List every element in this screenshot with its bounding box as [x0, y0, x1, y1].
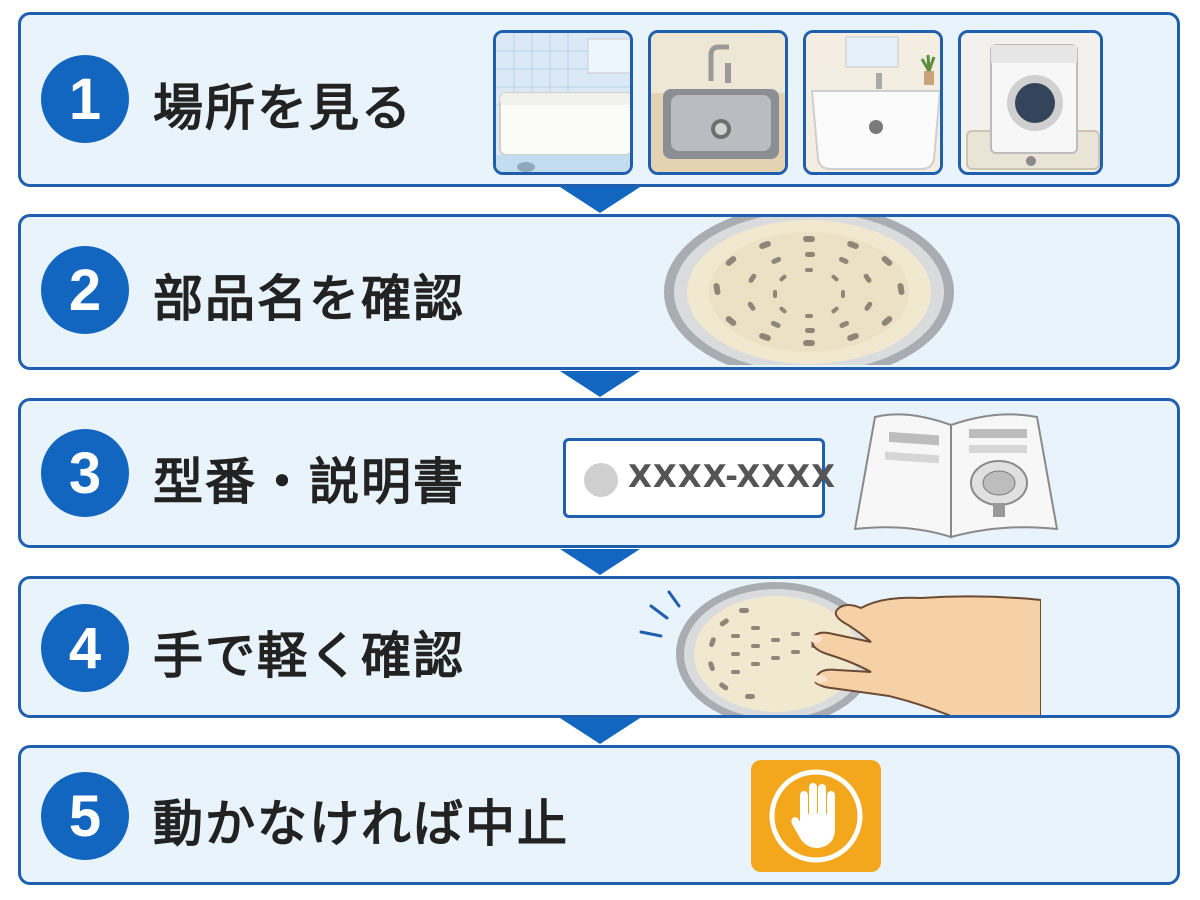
step-2-panel: 2 部品名を確認 — [18, 214, 1180, 370]
washing-machine-drain-icon — [958, 30, 1103, 175]
stop-hand-icon — [751, 760, 881, 872]
step-5-panel: 5 動かなければ中止 — [18, 745, 1180, 885]
step-number-badge: 1 — [41, 55, 129, 143]
flow-arrow — [560, 371, 640, 397]
drain-strainer-icon — [664, 217, 954, 365]
step-label: 手で軽く確認 — [153, 627, 465, 685]
flow-arrow — [560, 718, 640, 744]
bathtub-drain-icon — [493, 30, 633, 175]
step-number-badge: 5 — [41, 772, 129, 860]
flow-arrow — [560, 187, 640, 213]
step-4-panel: 4 手で軽く確認 — [18, 576, 1180, 718]
step-1-panel: 1 場所を見る — [18, 12, 1180, 187]
step-number-badge: 4 — [41, 604, 129, 692]
step-number-badge: 2 — [41, 246, 129, 334]
instruction-manual-icon — [853, 413, 1059, 539]
step-label: 動かなければ中止 — [153, 795, 569, 853]
step-number-badge: 3 — [41, 429, 129, 517]
step-label: 部品名を確認 — [153, 270, 465, 328]
step-3-panel: 3 型番・説明書 XXXX-XXXX — [18, 398, 1180, 548]
kitchen-sink-drain-icon — [648, 30, 788, 175]
plate-screw-icon — [584, 463, 618, 497]
model-number-text: XXXX-XXXX — [628, 459, 837, 495]
model-number-plate-icon: XXXX-XXXX — [563, 438, 835, 518]
washbasin-drain-icon — [803, 30, 943, 175]
hand-touching-strainer-icon — [639, 582, 1041, 715]
step-label: 場所を見る — [153, 79, 413, 137]
flow-arrow — [560, 549, 640, 575]
step-label: 型番・説明書 — [153, 453, 465, 511]
